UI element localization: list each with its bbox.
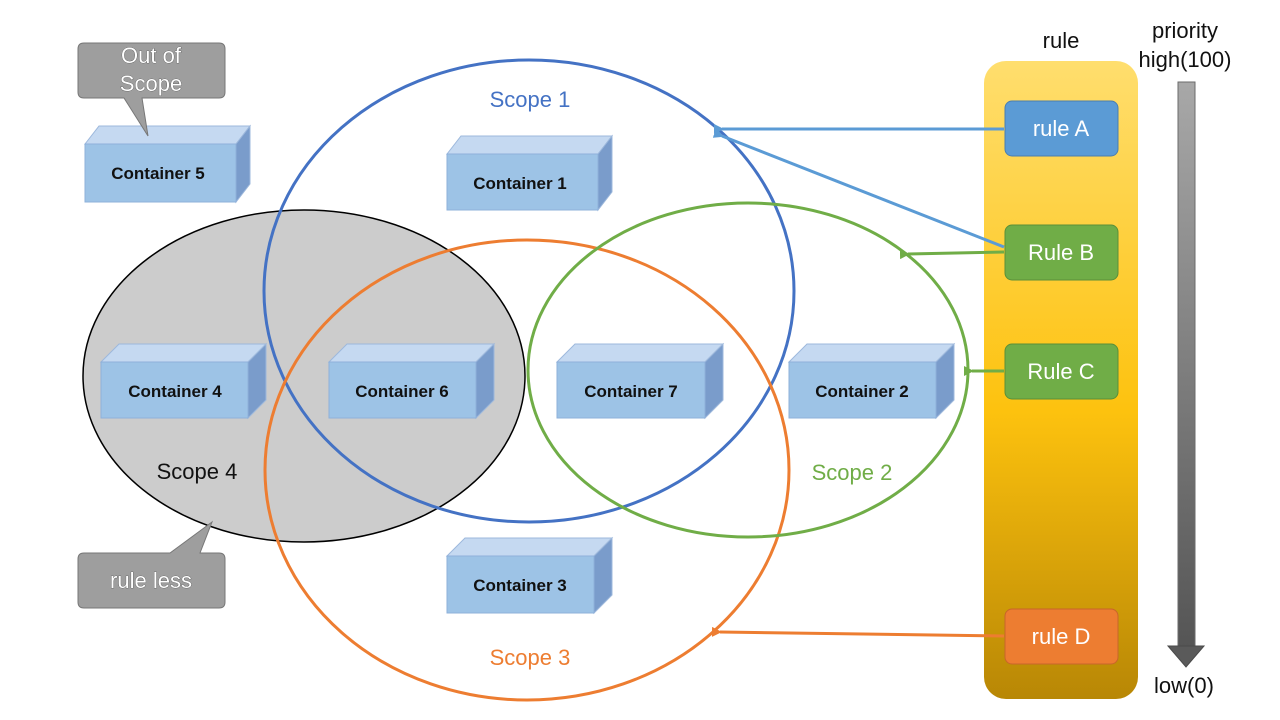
- container-5: Container 5: [83, 124, 252, 204]
- container-4-label: Container 4: [128, 382, 222, 401]
- arrow-rule-b-to-scope1: [712, 128, 1005, 249]
- arrow-rule-b-to-scope2: [899, 249, 1005, 260]
- rule-c-box: Rule C: [1004, 343, 1119, 400]
- rule-a-box: rule A: [1004, 100, 1119, 157]
- container-7-label: Container 7: [584, 382, 678, 401]
- out-of-scope-line1: Out of: [121, 43, 182, 68]
- container-3: Container 3: [445, 536, 614, 615]
- scope3-label: Scope 3: [490, 645, 571, 670]
- container-6: Container 6: [327, 342, 496, 420]
- container-1: Container 1: [445, 134, 614, 212]
- scope1-ellipse: [262, 58, 796, 524]
- rule-less-label: rule less: [110, 568, 192, 593]
- container-6-label: Container 6: [355, 382, 449, 401]
- priority-high-label: high(100): [1139, 47, 1232, 72]
- scope4-ellipse: [82, 209, 526, 543]
- rule-less-callout: rule less: [77, 520, 226, 609]
- out-of-scope-line2: Scope: [120, 71, 182, 96]
- scope2-label: Scope 2: [812, 460, 893, 485]
- container-7: Container 7: [555, 342, 725, 420]
- priority-label: priority: [1152, 18, 1218, 43]
- rule-panel-title: rule: [1043, 28, 1080, 53]
- rule-c-label: Rule C: [1027, 359, 1094, 384]
- rule-b-label: Rule B: [1028, 240, 1094, 265]
- arrow-rule-d-to-scope3: [711, 626, 1005, 638]
- out-of-scope-callout: Out of Scope: [77, 42, 226, 137]
- rule-a-label: rule A: [1033, 116, 1090, 141]
- scope4-label: Scope 4: [157, 459, 238, 484]
- container-2-label: Container 2: [815, 382, 909, 401]
- priority-low-label: low(0): [1154, 673, 1214, 698]
- rule-d-box: rule D: [1004, 608, 1119, 665]
- container-3-label: Container 3: [473, 576, 567, 595]
- priority-arrow: [1166, 81, 1206, 668]
- container-5-label: Container 5: [111, 164, 205, 183]
- container-1-label: Container 1: [473, 174, 567, 193]
- rule-d-label: rule D: [1032, 624, 1091, 649]
- scope1-label: Scope 1: [490, 87, 571, 112]
- container-4: Container 4: [99, 342, 268, 420]
- scope3-ellipse: [263, 238, 791, 702]
- rule-b-box: Rule B: [1004, 224, 1119, 281]
- container-2: Container 2: [787, 342, 956, 420]
